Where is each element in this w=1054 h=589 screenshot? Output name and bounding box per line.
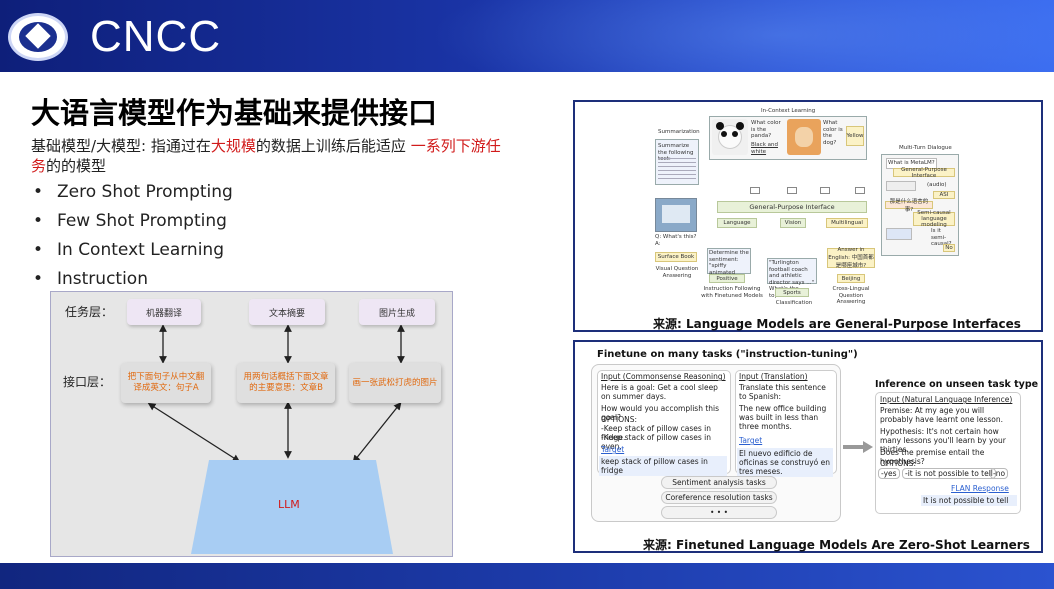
sentiment-box xyxy=(707,248,751,274)
bullet-list: •Zero Shot Prompting •Few Shot Prompting… xyxy=(33,178,233,294)
task-translation: 机器翻译 xyxy=(127,299,201,325)
laptop-image xyxy=(655,198,697,232)
header-glow xyxy=(430,0,1054,72)
dialog-q2: (audio) xyxy=(927,182,947,188)
card3-line1: Premise: At my age you will probably hav… xyxy=(880,406,1003,424)
in-context-label: In-Context Learning xyxy=(761,108,816,114)
nli-card xyxy=(875,392,1021,514)
interface-translation-prompt: 把下面句子从中文翻译成英文：句子A xyxy=(121,363,211,403)
audio-wave-icon xyxy=(886,181,916,191)
dog-answer: Yellow xyxy=(846,126,864,146)
multilingual-box: Multilingual xyxy=(826,218,868,228)
instruction-following-label: Instruction Following with Finetuned Mod… xyxy=(701,286,763,299)
cncc-logo: CNCC xyxy=(90,12,222,61)
interface-summary-prompt: 用两句话概括下面文章的主要意思：文章B xyxy=(237,363,335,403)
cross-lingual-answer: Beijing xyxy=(837,274,865,283)
top-panel-caption: 来源: Language Models are General-Purpose … xyxy=(653,317,1021,331)
classification-label: Classification xyxy=(775,300,813,306)
card2-line1: Translate this sentence to Spanish: xyxy=(739,383,826,401)
llm-interface-diagram: 任务层： 接口层： 机器翻译 文本摘要 图片生成 把下面句子从中文翻译成英文：句… xyxy=(50,291,453,557)
inference-title: Inference on unseen task type xyxy=(875,379,1039,390)
dialog-image-icon xyxy=(886,228,912,240)
cross-lingual-label: Cross-Lingual Question Answering xyxy=(832,286,870,305)
definition-highlight-scale: 大规模 xyxy=(210,137,256,155)
definition-suffix: 的的模型 xyxy=(46,157,107,175)
panda-question: What color is the panda? xyxy=(751,120,781,139)
vision-box: Vision xyxy=(780,218,806,228)
dialog-a1: General-Purpose Interface xyxy=(893,167,955,179)
slide-title: 大语言模型作为基础来提供接口 xyxy=(31,96,438,130)
card3-line2: Hypothesis: It's not certain how many le… xyxy=(880,427,1006,454)
card1-line2: How would you accomplish this goal? xyxy=(601,404,720,422)
flan-response: It is not possible to tell xyxy=(921,495,1017,506)
bottom-panel-caption: 来源: Finetuned Language Models Are Zero-S… xyxy=(643,538,1030,552)
flan-response-label: FLAN Response xyxy=(951,484,1009,493)
card1-opt1: -Keep stack of pillow cases in fridge. xyxy=(601,424,712,442)
card1-target: keep stack of pillow cases in fridge xyxy=(599,456,727,476)
dialog-a4: No xyxy=(943,244,955,252)
dialog-q3: 那是什么语言的事? xyxy=(885,199,933,213)
vqa-question: Q: What's this? A: xyxy=(655,234,697,247)
diagram-arrows xyxy=(147,324,405,554)
definition-prefix: 基础模型/大模型: 指通过在 xyxy=(31,137,211,155)
dialog-q4: Is it semi-causal? xyxy=(931,228,952,247)
footer-bar xyxy=(0,563,1054,589)
bullet-item: •Zero Shot Prompting xyxy=(33,182,233,202)
llm-trapezoid xyxy=(191,460,393,554)
card3-options: OPTIONS: xyxy=(880,459,917,468)
card1-target-label: Target xyxy=(601,445,625,454)
gpi-box: General-Purpose Interface xyxy=(717,201,867,213)
language-box: Language xyxy=(717,218,757,228)
task-summarization: 文本摘要 xyxy=(249,299,325,325)
task-image-generation: 图片生成 xyxy=(359,299,435,325)
ccf-logo-icon xyxy=(8,13,68,61)
classification-answer: Sports xyxy=(775,288,809,297)
definition-middle: 的数据上训练后能适应 xyxy=(255,137,411,155)
dog-question: What color is the dog? xyxy=(823,120,843,146)
interface-image-prompt: 画一张武松打虎的图片 xyxy=(349,363,441,403)
panda-answer: Black and white xyxy=(751,142,778,155)
sentiment-answer: Positive xyxy=(709,274,745,283)
vqa-label: Visual Question Answering xyxy=(655,266,699,279)
definition-text: 基础模型/大模型: 指通过在大规模的数据上训练后能适应 一系列下游任务的的模型 xyxy=(31,136,511,176)
right-arrow-icon xyxy=(843,441,873,453)
card2-target-label: Target xyxy=(739,436,763,445)
dialog-a2: ASI xyxy=(933,191,955,199)
finetune-title: Finetune on many tasks ("instruction-tun… xyxy=(597,349,858,360)
pill-sentiment: Sentiment analysis tasks xyxy=(661,476,777,489)
bullet-item: •Instruction xyxy=(33,269,148,289)
general-purpose-interface-panel: In-Context Learning What color is the pa… xyxy=(573,100,1043,332)
pill-ellipsis: • • • xyxy=(661,506,777,519)
card1-opt2: -Keep stack of pillow cases in oven. xyxy=(601,433,712,451)
task-layer-label: 任务层： xyxy=(65,305,114,319)
dog-image xyxy=(787,119,821,155)
multi-turn-label: Multi-Turn Dialogue xyxy=(899,145,952,151)
card3-opt-yes: -yes xyxy=(878,468,900,479)
summary-lines xyxy=(658,158,696,181)
cross-lingual-question: Answer in English: 中国首都是哪座城市? xyxy=(827,247,875,269)
dialog-a3: Semi-causal language modeling xyxy=(913,210,955,228)
card2-head: Input (Translation) xyxy=(739,372,808,381)
card1-line1: Here is a goal: Get a cool sleep on summ… xyxy=(601,383,718,401)
card3-opt-maybe: -it is not possible to tell xyxy=(902,468,996,479)
bullet-item: •In Context Learning xyxy=(33,240,224,260)
vqa-answer: Surface Book xyxy=(655,252,697,262)
card2-line2: The new office building was built in les… xyxy=(739,404,827,431)
header-banner: CNCC xyxy=(0,0,1054,72)
card1-head: Input (Commonsense Reasoning) xyxy=(601,372,726,381)
definition-highlight-tasks: 一系列下游任务 xyxy=(31,137,501,175)
bullet-item: •Few Shot Prompting xyxy=(33,211,227,231)
classification-box xyxy=(767,258,817,284)
card1-options: OPTIONS: xyxy=(601,415,638,424)
interface-layer-label: 接口层： xyxy=(63,375,112,389)
card3-opt-no: -no xyxy=(990,468,1009,479)
llm-label: LLM xyxy=(278,498,300,511)
card2-target: El nuevo edificio de oficinas se constru… xyxy=(737,448,833,477)
panda-image xyxy=(712,119,748,155)
flan-panel: Finetune on many tasks ("instruction-tun… xyxy=(573,340,1043,553)
card3-head: Input (Natural Language Inference) xyxy=(880,395,1013,404)
card3-line3: Does the premise entail the hypothesis? xyxy=(880,448,985,466)
summarization-label: Summarization xyxy=(658,129,700,135)
pill-coreference: Coreference resolution tasks xyxy=(661,491,777,504)
